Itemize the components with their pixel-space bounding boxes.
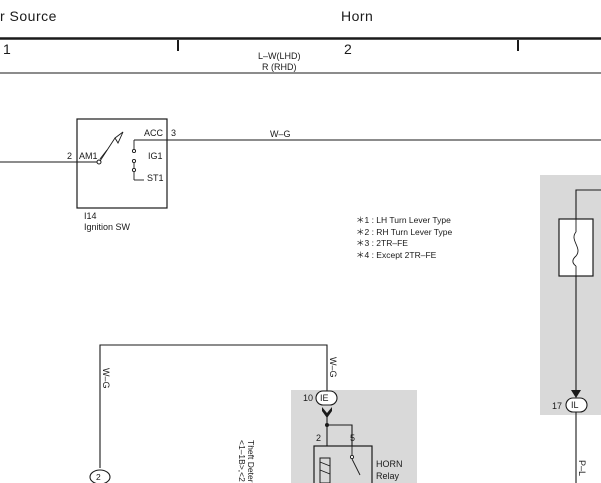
pin-number: 3 — [171, 128, 176, 138]
pin-label: ST1 — [147, 173, 164, 183]
relay-contact — [349, 454, 355, 460]
switch-arm — [99, 137, 116, 162]
pin-number: 2 — [67, 151, 72, 161]
connector-bubble — [89, 469, 111, 483]
relay-pin: 2 — [316, 433, 321, 443]
legend-item: ＊4 : Except 2TR–FE — [356, 250, 437, 260]
component-name: Ignition SW — [84, 222, 131, 232]
connector-pin-number: 10 — [303, 393, 313, 403]
right-top-wire — [575, 189, 601, 200]
left-feed-wire: W–G W–G 2 — [89, 344, 338, 483]
connector-arrow-icon — [571, 390, 581, 398]
pin-label: IG1 — [148, 151, 163, 161]
connector-ie — [315, 390, 338, 406]
top-wire: L–W(LHD) R (RHD) — [0, 51, 601, 74]
wire-color-label: R (RHD) — [262, 62, 297, 72]
wire-color-label: W–G — [328, 357, 338, 378]
horn-relay-box — [313, 445, 373, 483]
pin-label: ACC — [144, 128, 164, 138]
switch-handle — [114, 131, 124, 144]
contact-ig1-b — [131, 167, 137, 173]
fuse-icon — [572, 231, 579, 267]
pin-label: AM1 — [79, 151, 98, 161]
component-code: I14 — [84, 211, 97, 221]
wire-color-label: W–G — [101, 368, 111, 389]
column-number-1: 1 — [3, 41, 11, 57]
relay-coil — [319, 457, 331, 483]
wire-color-label: P–L — [577, 460, 587, 476]
footnote-legend: ＊1 : LH Turn Lever Type ＊2 : RH Turn Lev… — [356, 215, 452, 260]
section-title-horn: Horn — [341, 8, 373, 24]
relay-coil-winding — [319, 461, 331, 475]
side-note-line: <1–1B>,<2 — [237, 440, 247, 482]
side-note-line: Theft Deter — [246, 440, 256, 483]
wire-color-label: L–W(LHD) — [258, 51, 301, 61]
right-component-shade — [540, 175, 601, 415]
w-g-loop-wire — [99, 344, 328, 468]
connector-code: IE — [320, 393, 329, 403]
connector-pin-number: 17 — [552, 401, 562, 411]
connector-pin-number: 2 — [96, 472, 101, 482]
contact-ig1 — [131, 158, 137, 164]
connector-code: IL — [571, 400, 579, 410]
section-title-power-source: r Source — [0, 8, 57, 24]
horn-relay-shade — [291, 390, 417, 483]
horn-relay-group: 10 IE 2 5 HORN Relay — [303, 390, 403, 483]
ignition-switch-box — [76, 118, 168, 209]
relay-pin: 5 — [350, 433, 355, 443]
legend-item: ＊1 : LH Turn Lever Type — [356, 215, 451, 225]
side-note: Theft Deter <1–1B>,<2 — [237, 440, 256, 483]
column-number-2: 2 — [344, 41, 352, 57]
header: r Source Horn 1 2 — [0, 8, 601, 57]
wire-color-label: W–G — [270, 129, 291, 139]
legend-item: ＊3 : 2TR–FE — [356, 238, 408, 248]
contact-acc — [131, 148, 137, 154]
switch-arm — [99, 149, 108, 160]
relay-name: HORN — [376, 459, 403, 469]
connector-arrow-icon — [322, 407, 332, 418]
relay-name: Relay — [376, 471, 400, 481]
right-component: 17 IL P–L — [552, 189, 601, 483]
relay-contact-arm — [351, 458, 361, 476]
legend-item: ＊2 : RH Turn Lever Type — [356, 227, 452, 237]
relay-feed-wire — [327, 424, 353, 446]
ignition-switch: 2 AM1 ACC 3 IG1 ST1 I14 Ignition SW — [0, 118, 176, 232]
